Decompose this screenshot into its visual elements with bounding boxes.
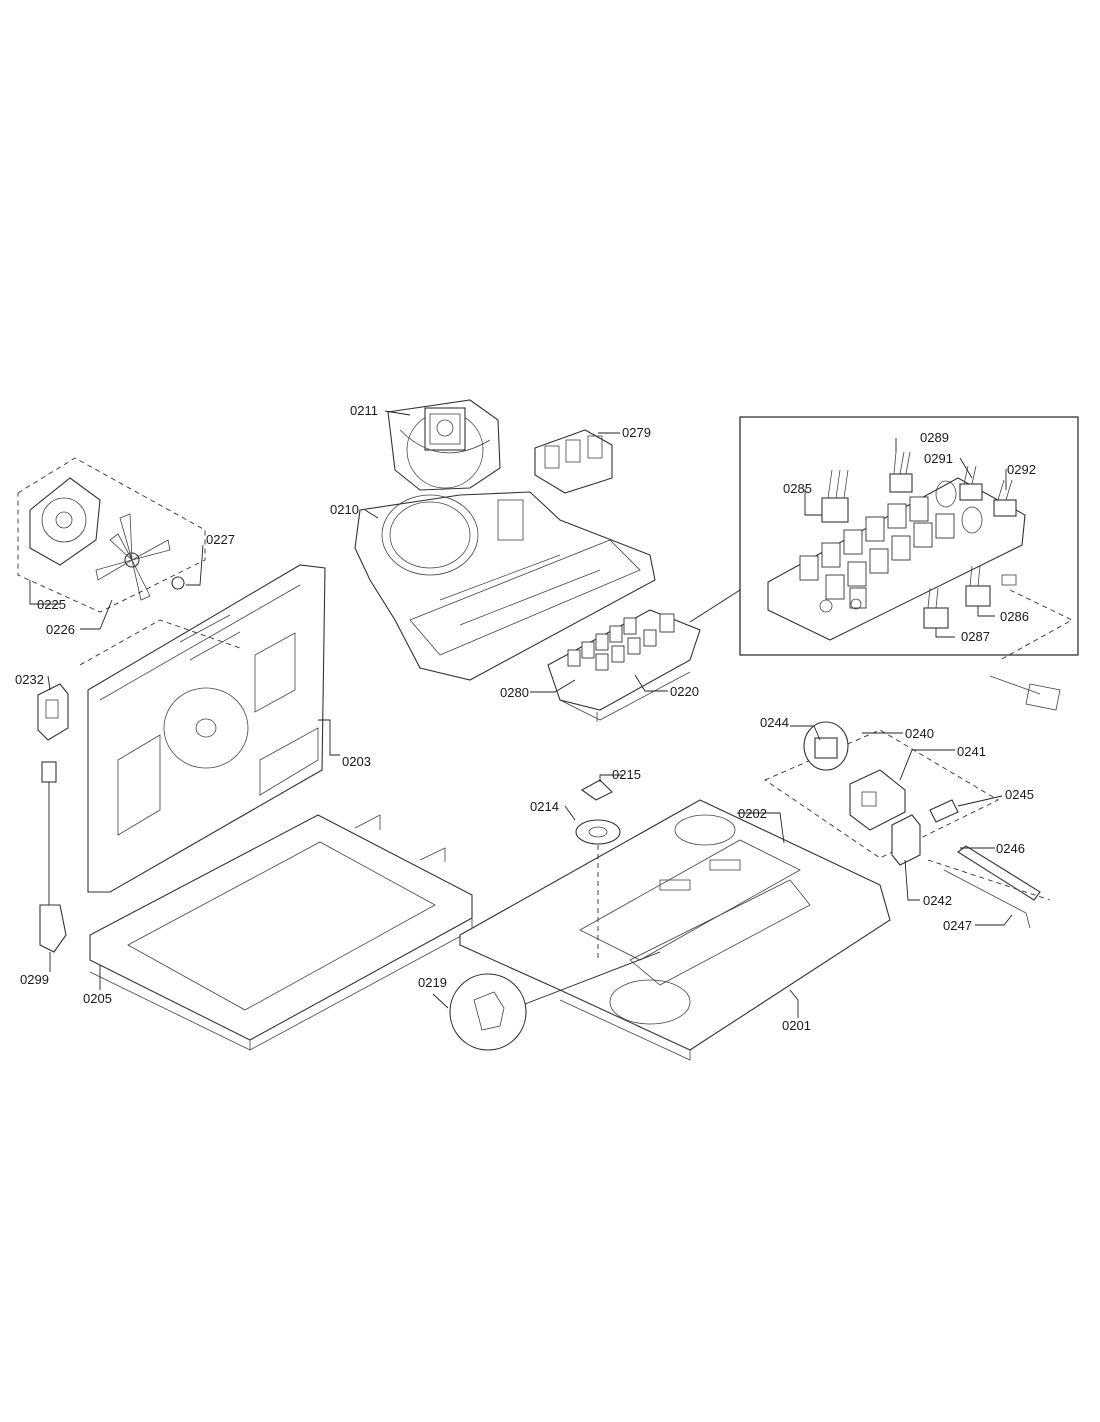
connector-0286[interactable] — [965, 565, 991, 607]
sensor-lead-detail — [989, 574, 1073, 711]
bracket-0215[interactable] — [580, 779, 613, 801]
bearing-0214[interactable] — [575, 819, 621, 960]
label-0244: 0244 — [760, 715, 789, 730]
label-0292: 0292 — [1007, 462, 1036, 477]
fan-blade-0226[interactable] — [95, 513, 171, 601]
label-0226: 0226 — [46, 622, 75, 637]
label-0247: 0247 — [943, 918, 972, 933]
fan-nut-0227[interactable] — [171, 576, 185, 590]
fan-motor-0211[interactable] — [387, 399, 501, 491]
label-0227: 0227 — [206, 532, 235, 547]
probe-0247[interactable] — [927, 859, 1051, 929]
label-0220: 0220 — [670, 684, 699, 699]
label-0205: 0205 — [83, 991, 112, 1006]
label-0287: 0287 — [961, 629, 990, 644]
motor-0244[interactable] — [803, 721, 849, 771]
pcb-detail-frame — [689, 416, 1079, 656]
label-0291: 0291 — [924, 451, 953, 466]
fan-motor-0225[interactable] — [29, 477, 101, 566]
label-0210: 0210 — [330, 502, 359, 517]
label-0225: 0225 — [37, 597, 66, 612]
label-0286: 0286 — [1000, 609, 1029, 624]
convection-fan-group-outline — [17, 457, 206, 613]
label-0279: 0279 — [622, 425, 651, 440]
switch-0232[interactable] — [37, 683, 69, 741]
pcb-detail-board[interactable] — [767, 477, 1026, 641]
label-0241: 0241 — [957, 744, 986, 759]
label-0201: 0201 — [782, 1018, 811, 1033]
terminal-0242[interactable] — [891, 814, 921, 866]
label-0280: 0280 — [500, 685, 529, 700]
label-0202: 0202 — [738, 806, 767, 821]
leader-lines — [29, 410, 1013, 1018]
label-0299: 0299 — [20, 972, 49, 987]
power-cord-0299[interactable] — [39, 761, 67, 953]
label-0245: 0245 — [1005, 787, 1034, 802]
label-0214: 0214 — [530, 799, 559, 814]
connector-0287[interactable] — [923, 587, 949, 629]
rear-panel-dash-outline — [79, 619, 241, 666]
control-board-0280[interactable] — [547, 609, 701, 722]
connector-0285[interactable] — [821, 469, 849, 523]
thermostat-0241[interactable] — [849, 769, 906, 831]
label-0211: 0211 — [350, 403, 378, 418]
connector-0292[interactable] — [993, 479, 1017, 517]
label-0246: 0246 — [996, 841, 1025, 856]
label-0240: 0240 — [905, 726, 934, 741]
fan-housing-0210[interactable] — [354, 491, 656, 681]
sensor-0245[interactable] — [929, 799, 959, 823]
rear-panel-0203[interactable] — [87, 564, 326, 893]
label-0242: 0242 — [923, 893, 952, 908]
connector-0289[interactable] — [889, 451, 913, 493]
label-0203: 0203 — [342, 754, 371, 769]
connector-0291[interactable] — [959, 465, 983, 501]
bracket-detail-0219[interactable] — [449, 951, 661, 1051]
label-0285: 0285 — [783, 481, 812, 496]
relay-module-0279[interactable] — [534, 429, 613, 494]
label-0215: 0215 — [612, 767, 641, 782]
label-0219: 0219 — [418, 975, 447, 990]
label-0289: 0289 — [920, 430, 949, 445]
label-0232: 0232 — [15, 672, 44, 687]
